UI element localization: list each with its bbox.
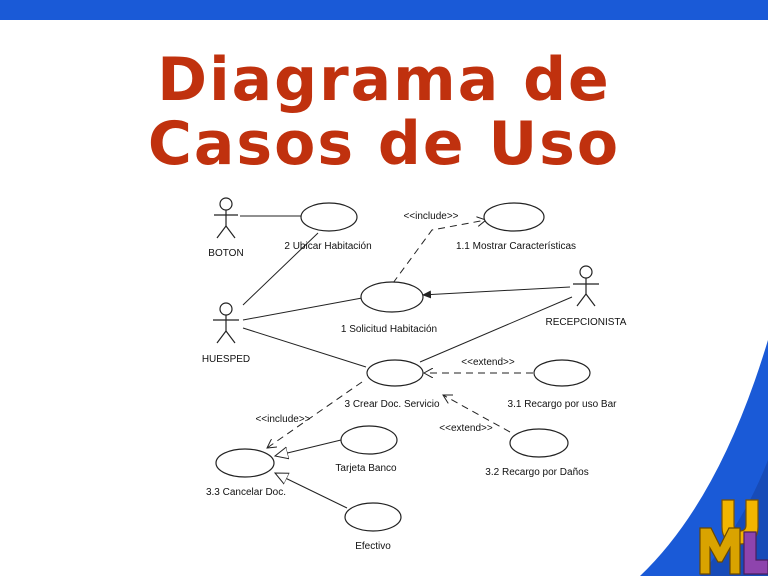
stereotype-extend-danos: <<extend>> bbox=[439, 423, 493, 434]
use-case-tarjeta bbox=[340, 425, 398, 455]
use-case-recargo-danos bbox=[509, 428, 569, 458]
actor-recepcionista-figure bbox=[573, 265, 599, 307]
use-case-efectivo bbox=[344, 502, 402, 532]
actor-label-recepcionista: RECEPCIONISTA bbox=[546, 317, 627, 328]
actor-label-huesped: HUESPED bbox=[202, 354, 250, 365]
use-case-label-tarjeta: Tarjeta Banco bbox=[335, 463, 397, 474]
use-case-label-solicitud: 1 Solicitud Habitación bbox=[341, 324, 437, 335]
gen-efectivo-cancelar bbox=[275, 473, 348, 509]
use-case-cancelar bbox=[215, 448, 275, 478]
include-crear-cancelar bbox=[267, 381, 363, 448]
assoc-recepcionista-solicitud bbox=[421, 286, 571, 299]
associations bbox=[240, 215, 573, 368]
extend-danos-crear bbox=[443, 395, 511, 433]
generalizations bbox=[275, 439, 348, 509]
use-case-mostrar bbox=[483, 202, 545, 232]
use-case-label-mostrar: 1.1 Mostrar Características bbox=[456, 241, 576, 252]
use-case-label-efectivo: Efectivo bbox=[355, 541, 391, 552]
top-bar bbox=[0, 0, 768, 20]
stereotype-include-cancel: <<include>> bbox=[255, 414, 310, 425]
use-case-label-recargo-danos: 3.2 Recargo por Daños bbox=[485, 467, 588, 478]
stereotype-include-top: <<include>> bbox=[403, 211, 458, 222]
include-solicitud-mostrar bbox=[392, 220, 486, 284]
page-title: Diagrama de Casos de Uso bbox=[0, 48, 768, 176]
use-case-recargo-bar bbox=[533, 359, 591, 387]
assoc-recepcionista-crear bbox=[419, 296, 573, 363]
actor-boton-figure bbox=[214, 197, 238, 239]
use-case-label-ubicar: 2 Ubicar Habitación bbox=[284, 241, 371, 252]
gen-tarjeta-cancelar bbox=[275, 439, 342, 456]
assoc-huesped-crear bbox=[242, 327, 367, 368]
use-case-label-cancelar: 3.3 Cancelar Doc. bbox=[206, 487, 286, 498]
actor-huesped-figure bbox=[213, 302, 239, 344]
title-line-2: Casos de Uso bbox=[147, 109, 621, 179]
use-case-crear-doc bbox=[366, 359, 424, 387]
use-case-ubicar bbox=[300, 202, 358, 232]
assoc-huesped-solicitud bbox=[242, 297, 363, 321]
use-case-label-recargo-bar: 3.1 Recargo por uso Bar bbox=[508, 399, 618, 410]
assoc-huesped-ubicar bbox=[242, 232, 319, 306]
actor-label-boton: BOTON bbox=[208, 248, 243, 259]
dependencies bbox=[267, 220, 533, 448]
use-case-ellipses bbox=[215, 202, 591, 532]
title-line-1: Diagrama de bbox=[157, 45, 611, 115]
use-case-label-crear-doc: 3 Crear Doc. Servicio bbox=[344, 399, 439, 410]
stereotype-extend-bar: <<extend>> bbox=[461, 357, 515, 368]
uml-logo bbox=[699, 499, 768, 575]
use-case-solicitud bbox=[360, 281, 424, 313]
